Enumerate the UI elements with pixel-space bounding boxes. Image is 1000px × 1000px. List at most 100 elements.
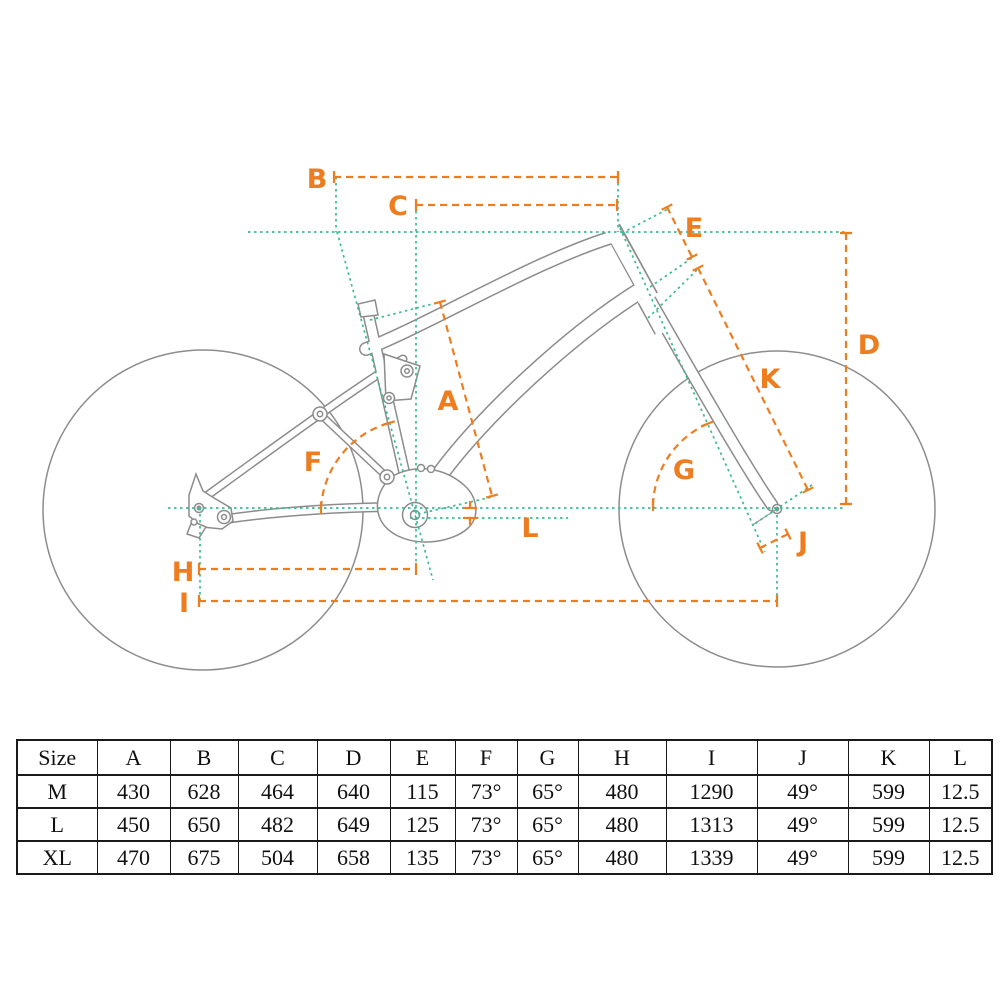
shock-mount-hole [383, 473, 391, 481]
link-rod-fill [317, 411, 390, 480]
value-cell: 1290 [665, 774, 757, 808]
dim-label-B: B [307, 164, 328, 195]
tick-K [692, 264, 814, 494]
value-cell: 65° [516, 807, 578, 841]
header-h: H [577, 739, 666, 775]
value-cell: 649 [316, 807, 390, 841]
header-e: E [389, 739, 455, 775]
value-cell: 65° [516, 774, 578, 808]
value-cell: 640 [316, 774, 390, 808]
headtube-top-extension [621, 208, 669, 234]
value-cell: 675 [169, 840, 238, 874]
rocker-bolt-hole [403, 367, 411, 375]
header-k: K [847, 739, 929, 775]
head-tube-fill [604, 223, 658, 303]
value-cell: 49° [756, 840, 848, 874]
motor-housing [376, 467, 477, 543]
down-tube-fill [428, 281, 651, 488]
value-cell: 12.5 [928, 840, 992, 874]
dimension-labels: B C E A D K F G L J H I [172, 164, 881, 619]
seat-clamp [357, 299, 379, 318]
dim-label-F: F [304, 447, 322, 478]
top-tube-fill [360, 230, 622, 355]
value-cell: 480 [577, 840, 666, 874]
dim-line-E [666, 206, 693, 258]
value-cell: 73° [454, 774, 517, 808]
header-i: I [665, 739, 757, 775]
tick-B [332, 171, 620, 183]
table-header-row: Size A B C D E F G H I J K L [16, 739, 992, 775]
stay-pivot-hole [316, 410, 324, 418]
header-size: Size [16, 739, 97, 775]
value-cell: 480 [577, 807, 666, 841]
value-cell: 658 [316, 840, 390, 874]
header-g: G [516, 739, 578, 775]
dim-label-J: J [796, 527, 808, 558]
header-j: J [756, 739, 848, 775]
tick-L [463, 501, 477, 525]
hanger-bolt [190, 518, 198, 526]
value-cell: 115 [389, 774, 455, 808]
derailleur-hanger [186, 520, 208, 539]
header-a: A [96, 739, 170, 775]
value-cell: 12.5 [928, 807, 992, 841]
value-cell: 135 [389, 840, 455, 874]
angle-arc-G [651, 422, 708, 506]
steering-axis [619, 227, 766, 553]
value-cell: 12.5 [928, 774, 992, 808]
header-f: F [454, 739, 517, 775]
dim-label-H: H [172, 557, 195, 588]
value-cell: 480 [577, 774, 666, 808]
tick-G [651, 420, 714, 511]
size-cell: L [16, 807, 97, 841]
value-cell: 470 [96, 840, 170, 874]
tick-D [840, 231, 852, 506]
angle-arc-F [319, 421, 390, 509]
dim-label-I: I [179, 588, 189, 619]
tick-H [197, 563, 418, 575]
value-cell: 73° [454, 807, 517, 841]
dim-label-L: L [521, 513, 538, 544]
front-wheel [618, 350, 936, 668]
dimension-lines [199, 175, 848, 603]
value-cell: 73° [454, 840, 517, 874]
headtube-bottom-extension [649, 257, 693, 288]
tick-A [433, 299, 499, 499]
dim-label-C: C [388, 191, 408, 222]
motor-bolt-right [426, 464, 436, 474]
dim-line-K [697, 267, 809, 491]
value-cell: 650 [169, 807, 238, 841]
seat-top-extension [369, 301, 441, 321]
dim-label-E: E [685, 213, 703, 244]
value-cell: 504 [237, 840, 317, 874]
wheels [42, 349, 936, 671]
geometry-diagram: B C E A D K F G L J H I [42, 164, 936, 671]
dim-label-D: D [858, 330, 880, 361]
value-cell: 430 [96, 774, 170, 808]
value-cell: 49° [756, 774, 848, 808]
value-cell: 1339 [665, 840, 757, 874]
fork-leg-fill [645, 295, 777, 510]
dimension-ticks [197, 171, 852, 607]
size-cell: M [16, 774, 97, 808]
header-b: B [169, 739, 238, 775]
dim-line-J [759, 533, 789, 549]
motor-bolt-left [416, 463, 426, 473]
dim-label-A: A [438, 386, 459, 417]
size-cell: XL [16, 840, 97, 874]
dim-label-K: K [760, 364, 782, 395]
value-cell: 1313 [665, 807, 757, 841]
value-cell: 65° [516, 840, 578, 874]
header-c: C [237, 739, 317, 775]
tick-J [756, 528, 792, 554]
rocker-lower-bolt-hole [386, 395, 392, 401]
value-cell: 599 [847, 774, 929, 808]
seat-tube-axis [336, 231, 434, 581]
tick-F [319, 420, 396, 514]
